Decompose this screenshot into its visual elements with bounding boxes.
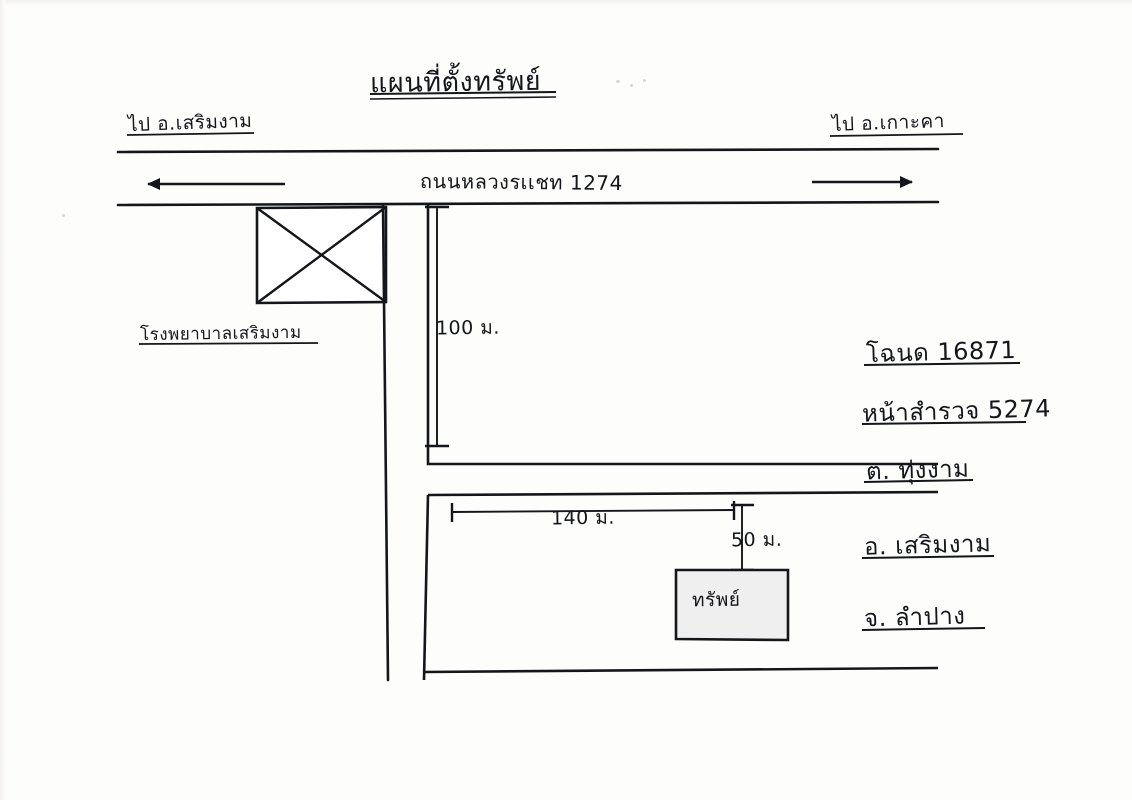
asset-parcel-box bbox=[674, 568, 790, 642]
scan-speck bbox=[643, 79, 646, 82]
direction-label-left: ไป อ.เสริมงาม bbox=[127, 109, 253, 137]
info-line-survey-page: หน้าสำรวจ 5274 bbox=[861, 394, 1052, 428]
scan-speck bbox=[630, 84, 633, 87]
info-line-province: จ. ลำปาง bbox=[863, 601, 966, 633]
info-line-district: อ. เสริมงาม bbox=[863, 529, 992, 561]
direction-label-right: ไป อ.เกาะคา bbox=[831, 110, 946, 136]
hospital-block bbox=[255, 205, 388, 305]
info-line-title-deed: โฉนด 16871 bbox=[865, 335, 1017, 369]
dimension-label-140m: 140 ม. bbox=[550, 506, 616, 530]
hospital-label: โรงพยาบาลเสริมงาม bbox=[139, 322, 302, 346]
upper-plot-boundary bbox=[426, 205, 938, 466]
label-underlines bbox=[126, 91, 1027, 631]
dimension-vertical-100 bbox=[425, 205, 449, 448]
scan-speck bbox=[62, 214, 65, 217]
main-road-label: ถนนหลวงรเเชท 1274 bbox=[419, 168, 623, 196]
info-line-subdistrict: ต. ทุ่งงาม bbox=[865, 454, 970, 486]
lower-plot-boundary bbox=[422, 490, 939, 681]
scan-speck bbox=[616, 80, 620, 83]
scan-edge-top bbox=[0, 0, 1132, 6]
main-highway bbox=[116, 147, 940, 207]
page-title: แผนที่ตั้งทรัพย์ bbox=[369, 65, 542, 100]
dimension-label-50m: 50 ม. bbox=[730, 528, 783, 552]
dimension-label-100m: 100 ม. bbox=[435, 316, 501, 340]
side-road-vertical bbox=[381, 203, 390, 682]
scan-edge-left bbox=[0, 0, 5, 800]
asset-label: ทรัพย์ bbox=[691, 588, 741, 612]
